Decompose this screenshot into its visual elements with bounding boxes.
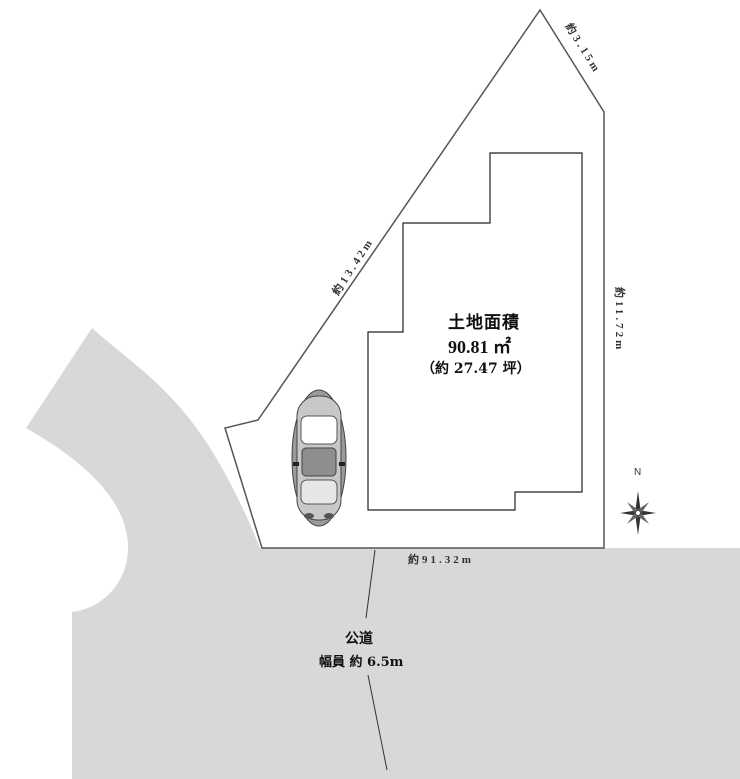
car-icon	[291, 389, 347, 527]
compass-rose-icon	[620, 491, 656, 535]
public-road	[26, 328, 740, 779]
dimension-right-side: 約11.72m	[613, 287, 627, 352]
land-area-tsubo: （約 27.47 坪）	[421, 360, 531, 377]
road-name-label: 公道	[345, 630, 373, 647]
compass-north-label: N	[634, 467, 641, 478]
land-area-label: 土地面積	[448, 312, 520, 333]
building-footprint	[367, 152, 583, 511]
land-area-value: 90.81 ㎡	[448, 336, 511, 357]
road-leader-line	[365, 549, 376, 619]
road-width-label: 幅員 約 6.5m	[319, 654, 404, 670]
dimension-bottom: 約91.32m	[408, 552, 474, 566]
road-leader-line-lower	[367, 674, 388, 771]
